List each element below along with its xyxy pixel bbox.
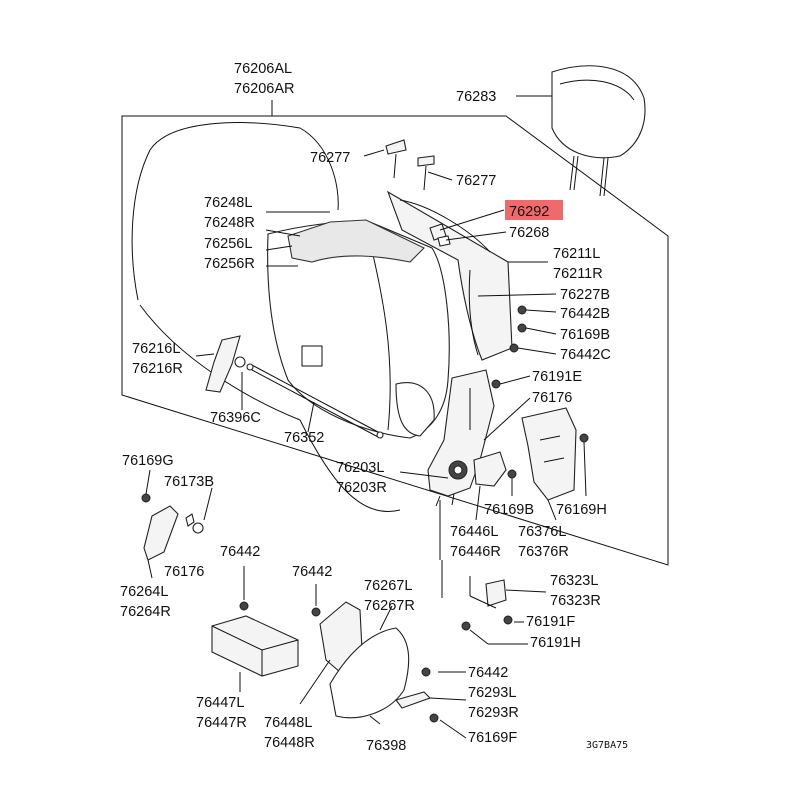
label-76211L: 76211L [553,246,600,262]
label-76248L: 76248L [204,195,252,211]
label-76447L: 76447L [196,695,244,711]
label-76216L: 76216L [132,341,180,357]
bolt-76442-bottom [421,667,431,677]
label-76442C: 76442C [560,347,611,363]
label-76227B: 76227B [560,287,610,303]
side-cover-detail [539,435,565,463]
label-76176-lower: 76176 [164,564,204,580]
seat-back-frame [386,190,513,361]
label-76323L: 76323L [550,573,598,589]
bolt-76442-lower [239,601,249,611]
label-76248R: 76248R [204,215,255,231]
lever-76264 [143,505,179,561]
bolt-76442C [509,343,519,353]
label-76169H: 76169H [556,502,607,518]
label-76398: 76398 [366,738,406,754]
highlight-76292 [505,200,563,220]
part-76447-detail [211,625,299,676]
bolt-76442B [517,305,527,315]
label-76173B: 76173B [164,474,214,490]
label-76442-mid: 76442 [292,564,332,580]
assembly-frame [121,115,669,566]
label-76169B-upper: 76169B [560,327,610,343]
label-76442-right: 76442 [468,665,508,681]
label-76169B-lower: 76169B [484,502,534,518]
seat-side-cover [329,627,410,719]
washer-76173B [192,522,204,534]
label-76268: 76268 [509,225,549,241]
label-76256L: 76256L [204,236,252,252]
bolt-76169G [141,493,151,503]
label-76376R: 76376R [518,544,569,560]
label-76191H: 76191H [530,635,581,651]
label-76292: 76292 [509,204,549,220]
label-76203L: 76203L [336,460,384,476]
label-76169G: 76169G [122,453,174,469]
bolt-76191E [491,379,501,389]
label-76277-right: 76277 [456,173,496,189]
headrest-guide-right [417,155,435,191]
label-76203R: 76203R [336,480,387,496]
label-76176-upper: 76176 [532,390,572,406]
label-76216R: 76216R [132,361,183,377]
part-76447 [211,615,299,677]
clip-76268 [437,235,451,247]
label-76267L: 76267L [364,578,412,594]
rod [246,363,384,439]
label-76446R: 76446R [450,544,501,560]
label-76169F: 76169F [468,730,517,746]
label-76442-left: 76442 [220,544,260,560]
bolt-76169F [429,713,439,723]
label-76191F: 76191F [526,614,575,630]
diagram-code: 3G7BA75 [586,740,628,751]
label-76211R: 76211R [553,266,603,282]
label-76376L: 76376L [518,524,566,540]
bracket-76323 [485,579,507,607]
headrest [551,65,646,197]
bolt-76191H [461,621,471,631]
label-76264R: 76264R [120,604,171,620]
lever-arm [205,335,241,393]
label-76447R: 76447R [196,715,247,731]
label-76396C: 76396C [210,410,261,426]
clip-76176-lower [185,513,195,527]
bolt-76442-mid [311,607,321,617]
knob-bracket [473,451,507,487]
label-76446L: 76446L [450,524,498,540]
label-76293L: 76293L [468,685,516,701]
pad-fabric-top [287,219,425,263]
label-76442B: 76442B [560,306,610,322]
part-labels: 76206AL 76206AR 76283 76277 76277 76292 … [120,61,628,754]
label-76323R: 76323R [550,593,601,609]
frame-inner [399,199,491,356]
label-76277-left: 76277 [310,150,350,166]
headrest-guide-left [385,139,407,179]
label-76264L: 76264L [120,584,168,600]
label-76267R: 76267R [364,598,415,614]
label-76283: 76283 [456,89,496,105]
side-frame [395,382,435,437]
label-76448L: 76448L [264,715,312,731]
label-76191E: 76191E [532,369,582,385]
label-76448R: 76448R [264,735,315,751]
bolt-76169H [579,433,589,443]
label-76352: 76352 [284,430,324,446]
bolt-76169B-lower [507,469,517,479]
bolt-76169B-upper [517,323,527,333]
label-76206AR: 76206AR [234,81,294,97]
label-76206AL: 76206AL [234,61,292,77]
leader-lines [145,95,587,739]
side-cover [521,407,577,501]
clip-76396C [234,356,246,368]
bolt-76191F [503,615,513,625]
seat-back-shell [131,122,401,512]
label-76293R: 76293R [468,705,519,721]
label-76256R: 76256R [204,256,255,272]
